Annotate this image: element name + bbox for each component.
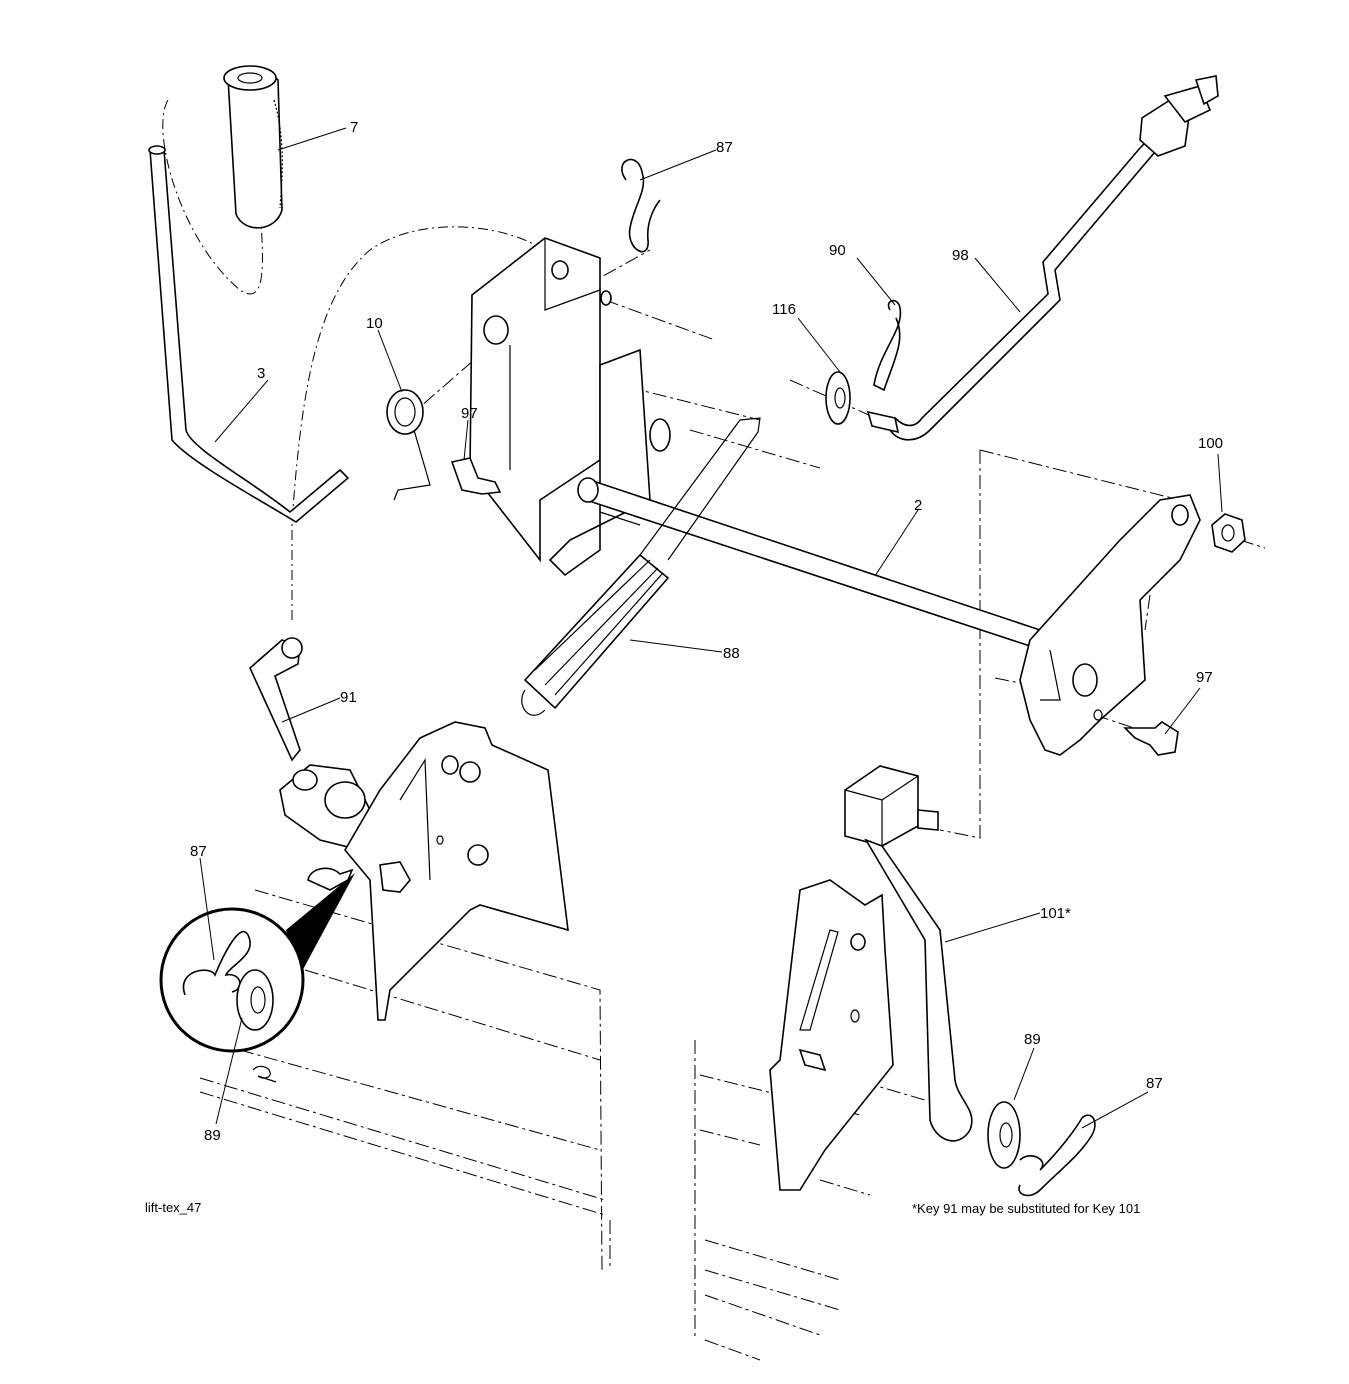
lift-lever-rod	[148, 145, 350, 523]
washer-116	[825, 371, 851, 425]
callout-89: 89	[204, 1127, 221, 1144]
grip-handle	[223, 65, 283, 229]
callout-116: 116	[772, 301, 796, 318]
detail-magnifier	[159, 873, 355, 1053]
callout-100: 100	[1198, 435, 1223, 452]
right-lift-plate	[1019, 494, 1201, 756]
bolt-upper	[450, 457, 502, 495]
right-lower-plate	[769, 879, 894, 1191]
callout-101: 101*	[1040, 905, 1071, 922]
callout-10: 10	[366, 315, 383, 332]
phantom-lines	[162, 99, 1266, 1361]
callout-91: 91	[340, 689, 357, 706]
callout-labels: 7 87 90 98 116 10 3 97 100 2 88 97 91 87…	[190, 119, 1223, 1144]
frame-clip	[252, 1065, 277, 1083]
callout-97: 97	[1196, 669, 1213, 686]
figure-id: lift-tex_47	[145, 1200, 201, 1215]
hairpin-clip-90	[866, 299, 902, 434]
lift-arm-91	[249, 637, 376, 851]
lift-arm-101	[844, 765, 973, 1142]
bolt-lower-right	[1123, 721, 1179, 756]
nut-100	[1211, 513, 1246, 553]
footnote: *Key 91 may be substituted for Key 101	[912, 1201, 1140, 1216]
callout-98: 98	[952, 247, 969, 264]
callout-89: 89	[1024, 1031, 1041, 1048]
callout-87: 87	[1146, 1075, 1163, 1092]
callout-2: 2	[914, 497, 922, 514]
leader-lines	[199, 127, 1223, 1129]
lift-bracket	[469, 237, 671, 577]
left-lift-plate	[307, 721, 569, 1021]
extension-spring	[521, 417, 761, 716]
callout-87: 87	[716, 139, 733, 156]
torsion-spring	[386, 389, 431, 501]
lift-link-rod	[889, 75, 1219, 441]
callout-97: 97	[461, 405, 478, 422]
callout-90: 90	[829, 242, 846, 259]
hairpin-clip-upper	[621, 158, 661, 253]
washer-89-right	[987, 1101, 1021, 1169]
callout-88: 88	[723, 645, 740, 662]
callout-7: 7	[350, 119, 358, 136]
callout-87: 87	[190, 843, 207, 860]
hairpin-clip-lower-right	[1018, 1114, 1096, 1197]
callout-3: 3	[257, 365, 265, 382]
